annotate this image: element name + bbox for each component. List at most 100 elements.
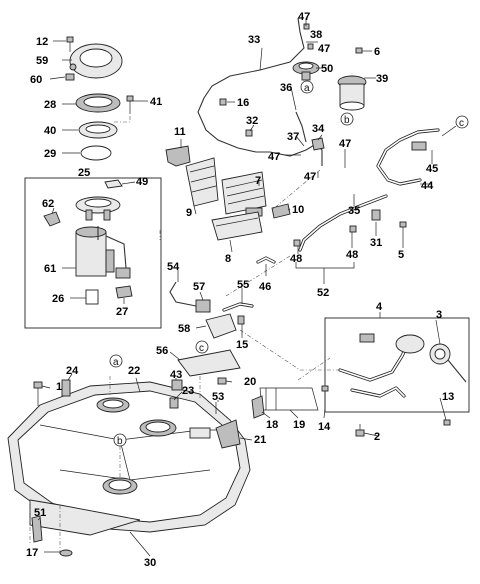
nut-17 <box>59 549 73 557</box>
bolt-20 <box>217 377 227 385</box>
bolt-14 <box>321 385 329 408</box>
pump-module-61 <box>75 226 131 279</box>
callout-21: 21 <box>254 434 266 446</box>
callout-47-top: 47 <box>298 11 310 23</box>
rollover-valve-50 <box>292 61 320 81</box>
callout-36: 36 <box>280 82 292 94</box>
callout-1: 1 <box>56 381 62 393</box>
callout-27: 27 <box>116 306 128 318</box>
reference-label-b-top: b <box>344 115 350 126</box>
hose-55 <box>222 302 254 312</box>
callout-50: 50 <box>321 63 333 75</box>
reference-circle-a-bottom: a <box>109 354 123 368</box>
callout-12: 12 <box>36 36 48 48</box>
callout-10: 10 <box>292 204 304 216</box>
callout-29: 29 <box>44 148 56 160</box>
vent-hose-36 <box>295 111 307 143</box>
callout-numbers: 12 59 60 28 41 40 29 25 49 62 61 26 27 1… <box>26 11 454 569</box>
sensor-57 <box>195 299 211 313</box>
callout-4: 4 <box>376 301 383 313</box>
clip-62 <box>43 211 61 227</box>
callout-5: 5 <box>398 249 404 261</box>
reference-circle-b-bottom: b <box>113 433 127 447</box>
canister-7 <box>221 171 267 217</box>
callout-26: 26 <box>52 293 64 305</box>
callout-48-left: 48 <box>290 253 302 265</box>
fuel-pump-assembly-box <box>24 177 162 329</box>
callout-9: 9 <box>186 207 192 219</box>
bracket-56 <box>177 349 241 377</box>
callout-57: 57 <box>193 281 205 293</box>
reference-circle-a-top: a <box>300 80 314 94</box>
clip-48-pair <box>293 225 357 247</box>
reference-label-b-bottom: b <box>117 436 123 447</box>
callout-62: 62 <box>42 198 54 210</box>
callout-17: 17 <box>26 547 38 559</box>
reference-label-c-top: c <box>459 118 464 129</box>
bolt-12 <box>66 36 74 52</box>
gasket-29 <box>80 145 112 161</box>
bolt-1 <box>33 381 43 406</box>
callout-53: 53 <box>212 391 224 403</box>
bolt-5 <box>399 221 407 240</box>
callout-16: 16 <box>237 97 249 109</box>
bracket-11 <box>165 145 191 167</box>
callout-22: 22 <box>128 365 140 377</box>
callout-61: 61 <box>44 263 56 275</box>
callout-13: 13 <box>442 391 454 403</box>
callout-19: 19 <box>293 419 305 431</box>
bolt-6 <box>355 47 363 54</box>
callout-38: 38 <box>310 29 322 41</box>
pump-flange-25 <box>75 196 121 221</box>
reference-circle-c-mid: c <box>195 340 209 354</box>
connector-45 <box>411 141 427 151</box>
callout-56: 56 <box>156 345 168 357</box>
filler-hose-19 <box>259 387 319 411</box>
callout-8: 8 <box>225 253 231 265</box>
callout-23: 23 <box>182 385 194 397</box>
callout-30: 30 <box>144 557 156 569</box>
callout-28: 28 <box>44 99 56 111</box>
callout-45: 45 <box>426 163 438 175</box>
callout-31: 31 <box>370 237 382 249</box>
callout-44: 44 <box>421 180 434 192</box>
sender-27 <box>115 285 133 299</box>
callout-15: 15 <box>236 339 248 351</box>
callout-54: 54 <box>167 261 180 273</box>
callout-52: 52 <box>317 287 329 299</box>
callout-18: 18 <box>266 419 278 431</box>
wire-54 <box>169 281 197 307</box>
leader-lines <box>109 169 340 478</box>
fuel-line-44 <box>376 128 440 186</box>
bolt-41 <box>112 95 134 123</box>
reference-label-a-top: a <box>304 83 310 94</box>
callout-33: 33 <box>248 34 260 46</box>
bolt-2 <box>355 424 365 437</box>
clip-43 <box>171 379 183 391</box>
bolt-13 <box>443 419 451 426</box>
clip-32 <box>245 129 253 137</box>
callout-47-right: 47 <box>339 138 351 150</box>
callout-11: 11 <box>174 126 186 138</box>
reference-label-a-bottom: a <box>113 357 119 368</box>
callout-39: 39 <box>376 73 388 85</box>
tray-8 <box>211 211 263 241</box>
heat-shield-9 <box>185 157 219 207</box>
callout-7: 7 <box>255 175 261 187</box>
callout-34: 34 <box>312 123 325 135</box>
callout-60: 60 <box>30 74 42 86</box>
callout-24: 24 <box>66 365 79 377</box>
vapor-line-33 <box>197 17 305 153</box>
callout-48-right: 48 <box>346 249 358 261</box>
clip-47-top <box>303 23 314 50</box>
clip-15 <box>237 315 245 325</box>
callout-41: 41 <box>150 96 162 108</box>
callout-leaders <box>37 18 457 557</box>
callout-32: 32 <box>246 115 258 127</box>
fuel-tank <box>7 381 251 555</box>
callout-3: 3 <box>436 309 442 321</box>
callout-14: 14 <box>318 421 331 433</box>
strap-24 <box>61 379 71 397</box>
